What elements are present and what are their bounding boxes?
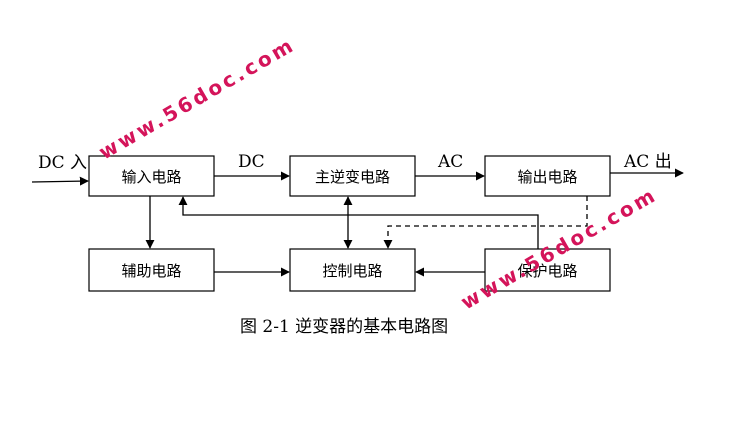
auxiliary-circuit-label: 辅助电路 [121,262,181,280]
figure-caption: 图 2-1 逆变器的基本电路图 [240,317,448,337]
control-circuit-label: 控制电路 [322,262,382,280]
watermark-bottom: www.56doc.com [457,182,662,314]
output-circuit-block: 输出电路 [484,155,611,197]
dc-label: DC [238,152,265,172]
ac-label: AC [437,152,463,172]
protection-to-input-arrow [178,196,539,249]
protection-circuit-label: 保护电路 [517,262,577,280]
control-circuit-block: 控制电路 [289,248,416,292]
watermark-top: www.56doc.com [95,32,300,164]
ac-out-label: AC 出 [623,152,672,172]
output-to-control-dashed-arrow [383,196,588,249]
main-inverter-block: 主逆变电路 [289,155,416,197]
output-circuit-label: 输出电路 [517,168,577,186]
main-inverter-label: 主逆变电路 [315,168,390,186]
protection-circuit-block: 保护电路 [484,248,611,292]
input-circuit-label: 输入电路 [121,168,181,186]
auxiliary-circuit-block: 辅助电路 [88,248,215,292]
dc-in-label: DC 入 [38,153,87,173]
input-circuit-block: 输入电路 [88,155,215,197]
dc-input-arrow [31,176,89,186]
